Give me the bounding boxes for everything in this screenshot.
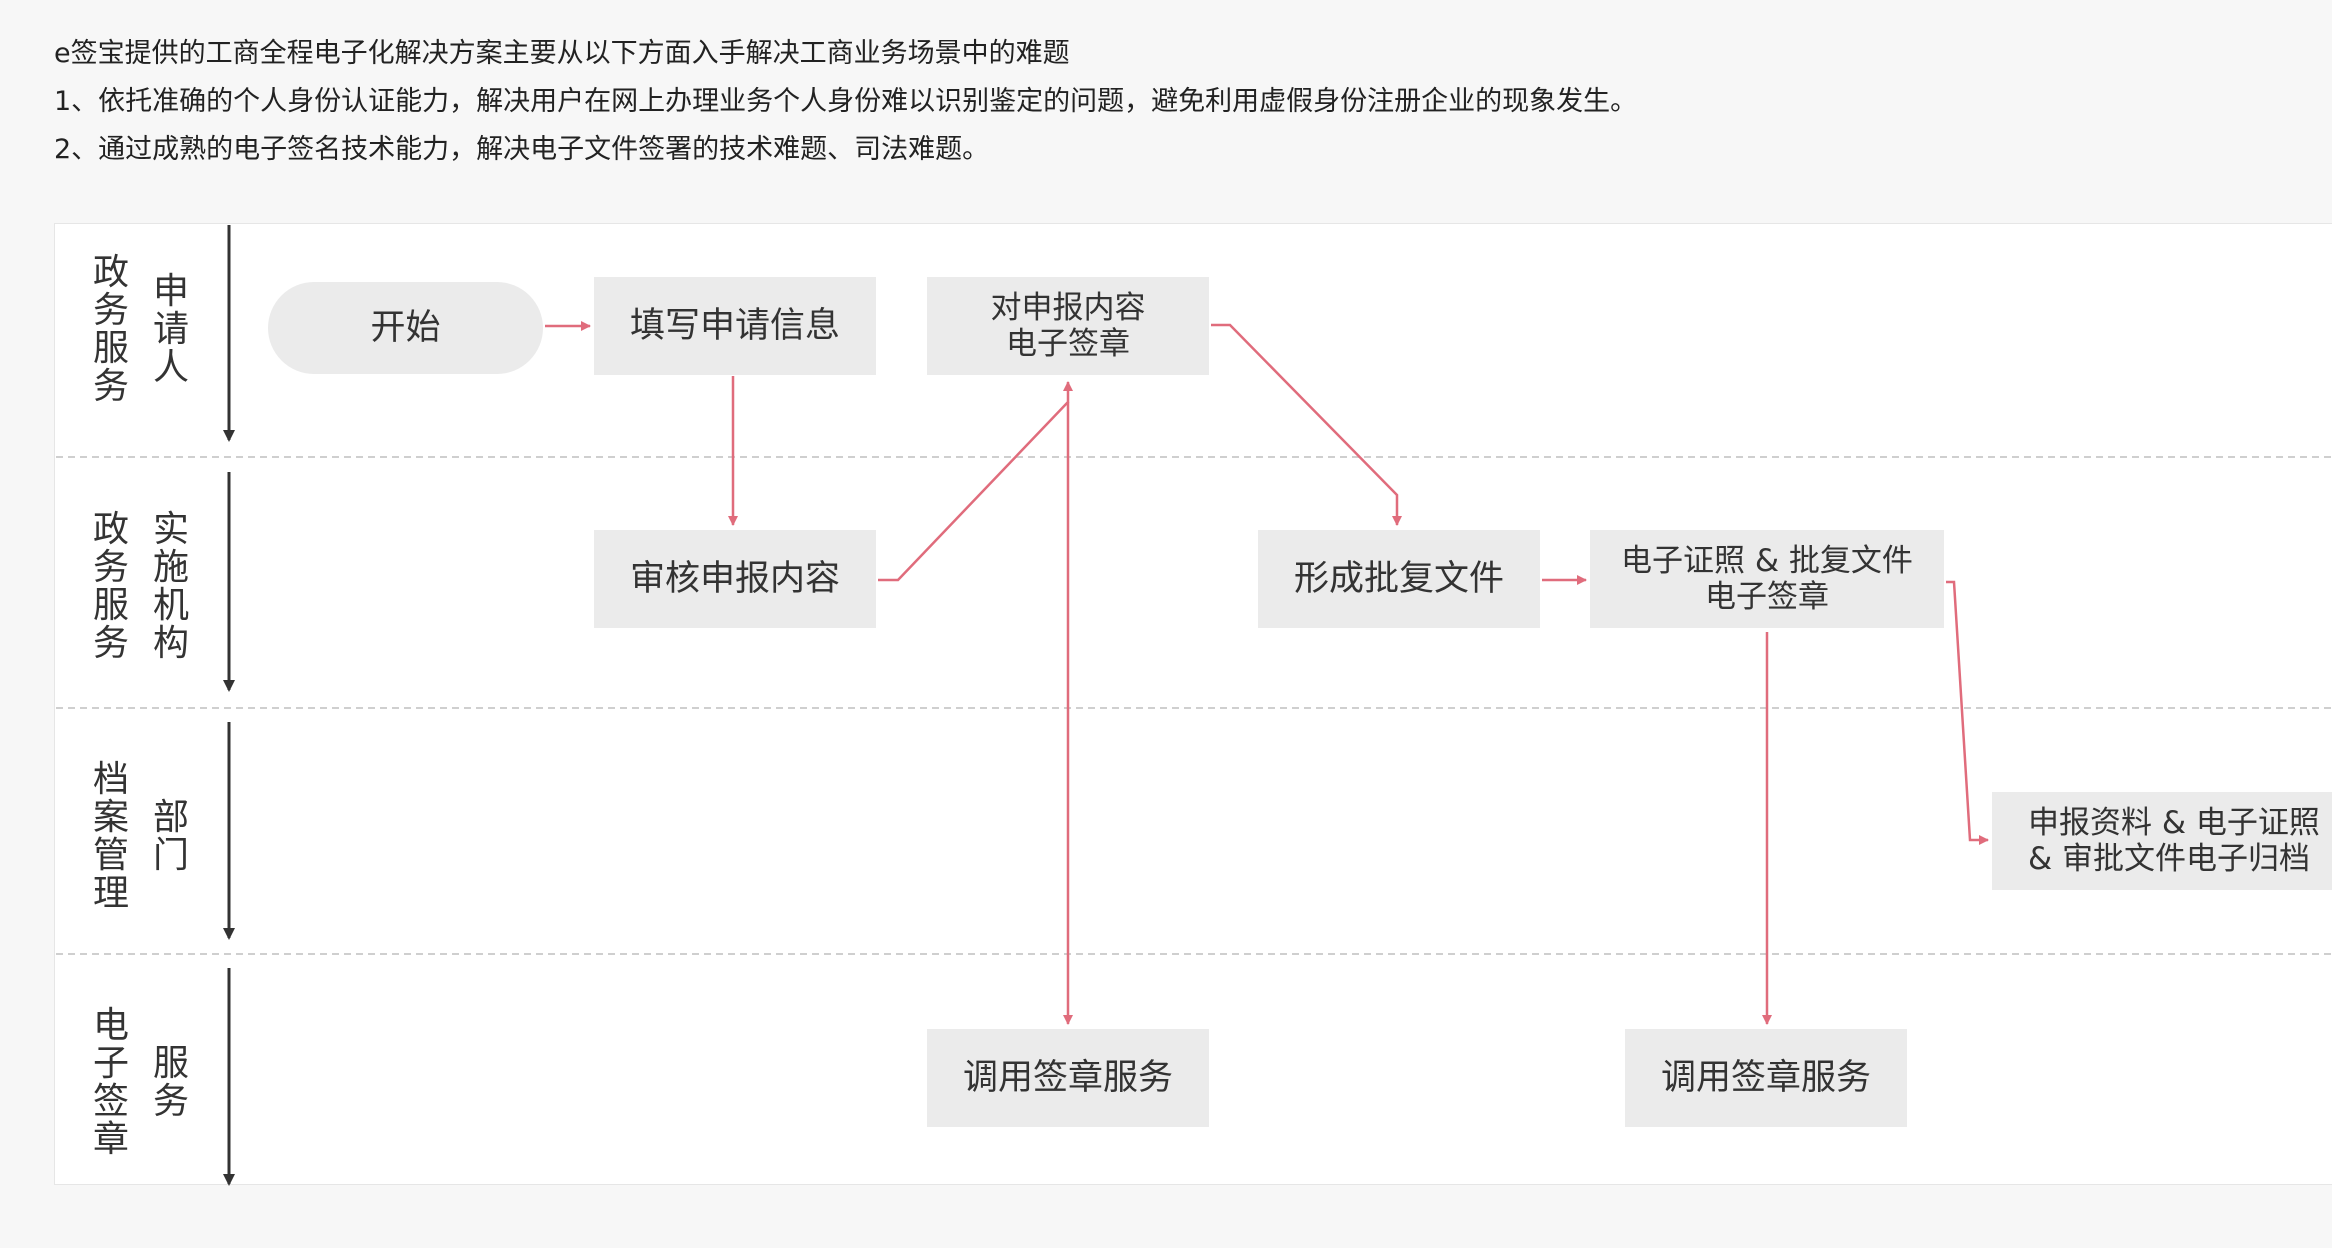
lane-label-esign: 电 子 签 章 服 务 [86, 998, 196, 1168]
lane-char: 务 [92, 623, 129, 664]
intro-line-2: 1、依托准确的个人身份认证能力，解决用户在网上办理业务个人身份难以识别鉴定的问题… [54, 86, 1638, 117]
node-electronic-archive: 申报资料 & 电子证照 & 审批文件电子归档 [1992, 792, 2332, 890]
node-sign-service-1: 调用签章服务 [927, 1029, 1209, 1127]
lane-char: 门 [152, 835, 189, 876]
arrow-review-to-esign [878, 381, 1073, 582]
lane-char: 申 [152, 271, 189, 312]
lane-char: 服 [92, 585, 129, 626]
lane-label-col-2: 服 务 [152, 1045, 190, 1121]
lane-char: 章 [92, 1119, 129, 1160]
lane-char: 务 [92, 547, 129, 588]
lane-char: 请 [152, 309, 189, 350]
arrow-esign-to-approval [1211, 323, 1402, 526]
intro-text: e签宝提供的工商全程电子化解决方案主要从以下方面入手解决工商业务场景中的难题 1… [54, 30, 2254, 174]
node-label: 电子签章 [1006, 326, 1130, 362]
lane-label-archive: 档 案 管 理 部 门 [86, 752, 196, 922]
node-label: 调用签章服务 [1660, 1058, 1871, 1098]
lane-char: 部 [152, 797, 189, 838]
lane-char: 电 [92, 1005, 129, 1046]
lane-char: 政 [92, 509, 129, 550]
lane-char: 档 [92, 759, 129, 800]
lane-char: 案 [92, 797, 129, 838]
node-label: 形成批复文件 [1293, 559, 1504, 599]
lane-label-col-1: 档 案 管 理 [92, 761, 130, 913]
lane-char: 务 [92, 290, 129, 331]
lane-char: 务 [152, 1081, 189, 1122]
lane-char: 签 [92, 1081, 129, 1122]
lane-char: 管 [92, 835, 129, 876]
node-label: 审核申报内容 [629, 559, 840, 599]
node-review-application: 审核申报内容 [594, 530, 876, 628]
node-applicant-esign: 对申报内容 电子签章 [927, 277, 1209, 375]
lane-label-agency: 政 务 服 务 实 施 机 构 [86, 502, 196, 672]
lane-label-col-1: 政 务 服 务 [92, 254, 130, 406]
node-fill-application-info: 填写申请信息 [594, 277, 876, 375]
node-sign-service-2: 调用签章服务 [1625, 1029, 1907, 1127]
lane-label-applicant: 政 务 服 务 申 请 人 [86, 245, 196, 415]
node-label: 对申报内容 [990, 290, 1146, 326]
intro-line-1: e签宝提供的工商全程电子化解决方案主要从以下方面入手解决工商业务场景中的难题 [54, 38, 1070, 69]
lane-char: 人 [152, 347, 189, 388]
lane-char: 机 [152, 585, 189, 626]
lane-char: 政 [92, 252, 129, 293]
node-label: 电子签章 [1705, 579, 1829, 615]
lane-char: 施 [152, 547, 189, 588]
lane-char: 务 [92, 366, 129, 407]
lane-char: 理 [92, 873, 129, 914]
node-label: 电子证照 & 批复文件 [1621, 543, 1913, 579]
flow-arrows [545, 321, 1989, 1025]
arrow-license-to-archive [1946, 580, 1989, 845]
node-license-esign: 电子证照 & 批复文件 电子签章 [1590, 530, 1944, 628]
lane-char: 服 [152, 1043, 189, 1084]
lane-char: 服 [92, 328, 129, 369]
node-label: 开始 [370, 308, 441, 348]
lane-label-col-2: 部 门 [152, 799, 190, 875]
lane-char: 实 [152, 509, 189, 550]
node-generate-approval: 形成批复文件 [1258, 530, 1540, 628]
lane-char: 构 [152, 623, 189, 664]
node-label: 填写申请信息 [629, 306, 840, 346]
lane-label-col-2: 实 施 机 构 [152, 511, 190, 663]
node-label: 调用签章服务 [962, 1058, 1173, 1098]
node-start: 开始 [268, 282, 543, 374]
lane-label-col-2: 申 请 人 [152, 273, 190, 387]
lane-char: 子 [92, 1043, 129, 1084]
lane-dividers [56, 456, 2332, 955]
swimlane-diagram [54, 223, 2332, 1185]
intro-line-3: 2、通过成熟的电子签名技术能力，解决电子文件签署的技术难题、司法难题。 [54, 134, 990, 165]
lane-label-col-1: 政 务 服 务 [92, 511, 130, 663]
node-label: & 审批文件电子归档 [2028, 841, 2311, 877]
lane-label-col-1: 电 子 签 章 [92, 1007, 130, 1159]
node-label: 申报资料 & 电子证照 [2028, 805, 2320, 841]
